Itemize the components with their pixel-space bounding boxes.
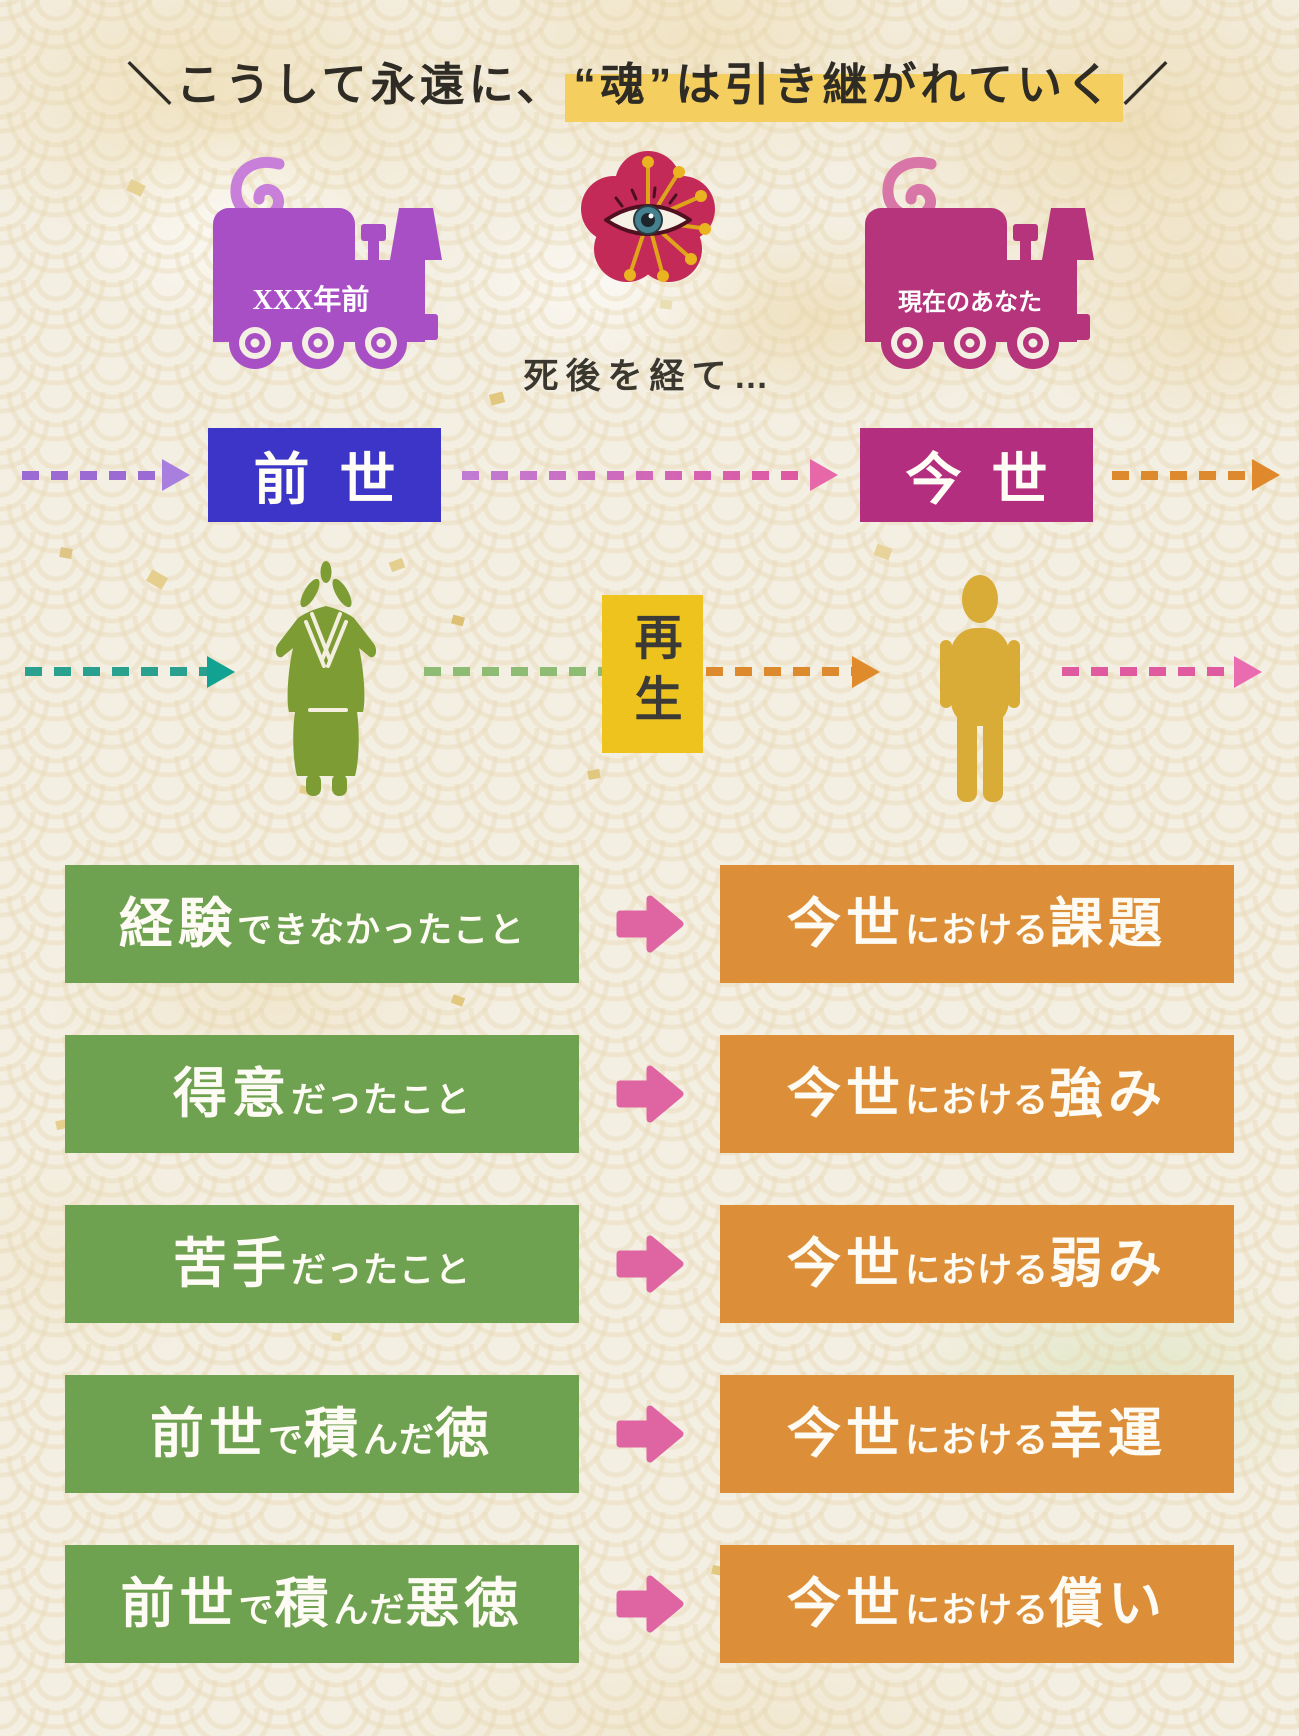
- confetti-fleck: [331, 1332, 343, 1342]
- row-right-box: 今世における課題: [720, 865, 1234, 983]
- arrowhead-out-of-person: [1234, 656, 1262, 688]
- title-prefix: ＼こうして永遠に、: [127, 59, 566, 110]
- text-segment: 積: [304, 1404, 363, 1464]
- text-segment: 経験: [118, 894, 237, 954]
- text-segment: 積: [274, 1574, 334, 1634]
- title-highlight: “魂”は引き継がれていく: [565, 59, 1123, 122]
- row-left-text: 苦手だったこと: [173, 1205, 471, 1323]
- block-arrow-icon: [616, 895, 684, 953]
- row-left-text: 前世で積んだ徳: [150, 1375, 494, 1493]
- text-segment: で: [238, 1591, 275, 1630]
- text-segment: における: [904, 911, 1049, 950]
- dashed-arrow-into-past: [22, 471, 162, 480]
- arrowhead-into-samurai: [207, 656, 235, 688]
- dashed-arrow-past-to-present: [462, 471, 810, 480]
- row-left-box: 経験できなかったこと: [65, 865, 579, 983]
- past-train: XXX年前: [193, 156, 445, 370]
- steam-locomotive-icon: [213, 157, 442, 369]
- text-segment: 今世: [786, 1404, 905, 1464]
- row-right-box: 今世における償い: [720, 1545, 1234, 1663]
- row-right-text: 今世における弱み: [787, 1205, 1167, 1323]
- confetti-fleck: [126, 179, 146, 197]
- block-arrow-icon: [616, 1235, 684, 1293]
- text-segment: 弱み: [1049, 1234, 1167, 1294]
- text-segment: 悪徳: [405, 1574, 524, 1634]
- row-right-text: 今世における強み: [787, 1035, 1167, 1153]
- confetti-fleck: [451, 614, 465, 627]
- transition-note: 死後を経て…: [523, 357, 776, 396]
- present-train: 現在のあなた: [845, 156, 1097, 370]
- text-segment: における: [904, 1421, 1049, 1460]
- text-segment: んだ: [363, 1421, 436, 1460]
- text-segment: における: [904, 1081, 1049, 1120]
- text-segment: 強み: [1049, 1064, 1167, 1124]
- past-life-label: 前世: [253, 449, 426, 512]
- row-right-box: 今世における幸運: [720, 1375, 1234, 1493]
- text-segment: における: [904, 1251, 1049, 1290]
- dashed-arrow-into-samurai: [25, 667, 207, 676]
- text-segment: 今世: [786, 894, 905, 954]
- row-right-box: 今世における弱み: [720, 1205, 1234, 1323]
- text-segment: 幸運: [1049, 1404, 1167, 1464]
- steam-locomotive-icon: [865, 157, 1094, 369]
- text-segment: だったこと: [290, 1081, 471, 1120]
- block-arrow-icon: [616, 1405, 684, 1463]
- text-segment: 今世: [786, 1574, 905, 1634]
- row-left-box: 得意だったこと: [65, 1035, 579, 1153]
- present-life-box: 今世: [860, 428, 1093, 522]
- text-segment: 償い: [1049, 1574, 1167, 1634]
- row-right-box: 今世における強み: [720, 1035, 1234, 1153]
- person-figure-icon: [918, 572, 1042, 804]
- text-segment: 前世: [120, 1574, 239, 1634]
- text-segment: 得意: [172, 1064, 291, 1124]
- row-right-text: 今世における課題: [787, 865, 1167, 983]
- title-suffix: ／: [1122, 59, 1172, 110]
- text-segment: 今世: [786, 1064, 905, 1124]
- dashed-arrow-samurai-to-rebirth: [424, 667, 602, 676]
- rebirth-label: 再生: [626, 612, 680, 736]
- arrowhead-out-of-present: [1252, 459, 1280, 491]
- row-left-box: 苦手だったこと: [65, 1205, 579, 1323]
- dashed-arrow-rebirth-to-person: [706, 667, 852, 676]
- row-right-text: 今世における幸運: [787, 1375, 1167, 1493]
- text-segment: 前世: [149, 1404, 268, 1464]
- dashed-arrow-out-of-present: [1112, 471, 1252, 480]
- confetti-fleck: [450, 994, 466, 1007]
- text-segment: んだ: [333, 1591, 406, 1630]
- confetti-fleck: [59, 547, 73, 559]
- confetti-fleck: [873, 543, 893, 561]
- past-train-label: XXX年前: [252, 285, 370, 316]
- text-segment: 今世: [786, 1234, 905, 1294]
- row-left-box: 前世で積んだ悪徳: [65, 1545, 579, 1663]
- row-right-text: 今世における償い: [787, 1545, 1167, 1663]
- row-left-text: 前世で積んだ悪徳: [120, 1545, 523, 1663]
- present-life-label: 今世: [905, 449, 1078, 512]
- text-segment: 苦手: [172, 1234, 291, 1294]
- page-title: ＼こうして永遠に、“魂”は引き継がれていく／: [0, 48, 1299, 122]
- text-segment: だったこと: [290, 1251, 471, 1290]
- row-left-text: 得意だったこと: [173, 1035, 471, 1153]
- past-life-box: 前世: [208, 428, 441, 522]
- rebirth-box: 再生: [602, 595, 703, 753]
- confetti-fleck: [587, 769, 601, 780]
- text-segment: できなかったこと: [236, 911, 525, 950]
- confetti-fleck: [145, 569, 169, 590]
- block-arrow-icon: [616, 1065, 684, 1123]
- text-segment: 徳: [435, 1404, 495, 1464]
- text-segment: における: [904, 1591, 1049, 1630]
- flower-eye-icon: [570, 146, 726, 290]
- dashed-arrow-out-of-person: [1062, 667, 1234, 676]
- samurai-figure-icon: [248, 560, 404, 798]
- arrowhead-into-past: [162, 459, 190, 491]
- arrowhead-rebirth-to-person: [852, 656, 880, 688]
- text-segment: 課題: [1049, 894, 1167, 954]
- block-arrow-icon: [616, 1575, 684, 1633]
- present-train-label: 現在のあなた: [898, 290, 1042, 316]
- text-segment: で: [267, 1421, 304, 1460]
- row-left-box: 前世で積んだ徳: [65, 1375, 579, 1493]
- arrowhead-past-to-present: [810, 459, 838, 491]
- row-left-text: 経験できなかったこと: [119, 865, 525, 983]
- confetti-fleck: [659, 299, 673, 310]
